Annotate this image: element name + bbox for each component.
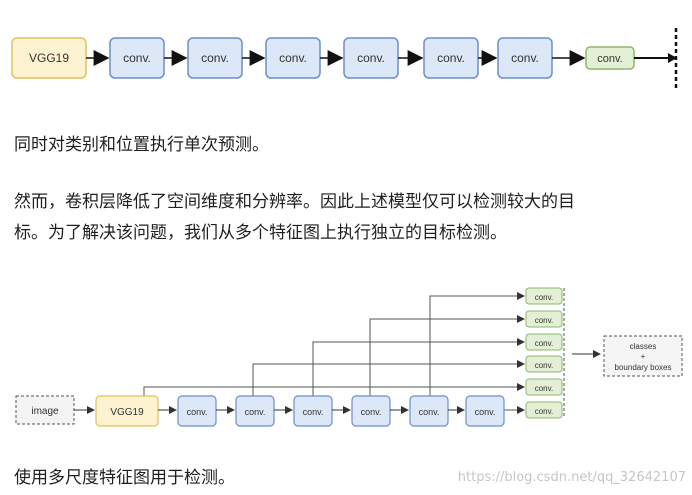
output-conv-box	[525, 401, 563, 419]
output-conv-label: conv.	[535, 293, 554, 302]
conv-box	[235, 395, 275, 427]
conv-label: conv.	[361, 407, 382, 417]
output-conv-box	[525, 333, 563, 351]
paragraph-1: 同时对类别和位置执行单次预测。	[14, 135, 269, 155]
vgg19-box	[95, 395, 159, 427]
output-conv-label: conv.	[535, 316, 554, 325]
output-box	[603, 335, 683, 377]
paragraph-2-line-2: 标。为了解决该问题，我们从多个特征图上执行独立的目标检测。	[14, 223, 507, 243]
output-conv-label: conv.	[535, 384, 554, 393]
paragraph-2-line-1: 然而，卷积层降低了空间维度和分辨率。因此上述模型仅可以检测较大的目	[14, 192, 575, 212]
paragraph-3: 使用多尺度特征图用于检测。	[14, 468, 235, 488]
output-conv-label: conv.	[535, 339, 554, 348]
conv-box	[293, 395, 333, 427]
output-conv-box	[525, 355, 563, 373]
output-conv-box	[525, 287, 563, 305]
conv-green-label: conv.	[597, 53, 622, 65]
conv-label: conv.	[123, 51, 151, 65]
conv-label: conv.	[201, 51, 229, 65]
output-conv-label: conv.	[535, 361, 554, 370]
image-label: image	[31, 406, 59, 417]
conv-label: conv.	[187, 407, 208, 417]
output-conv-label: conv.	[535, 407, 554, 416]
output-conv-box	[525, 378, 563, 396]
conv-label: conv.	[475, 407, 496, 417]
vgg19-label: VGG19	[29, 51, 69, 65]
top-pipeline-diagram: VGG19 conv. conv. conv. conv. conv. conv…	[11, 28, 678, 90]
image-box	[15, 395, 75, 425]
conv-label: conv.	[245, 407, 266, 417]
conv-box	[351, 395, 391, 427]
conv-label: conv.	[437, 51, 465, 65]
multiscale-diagram: image VGG19 conv. conv. conv. conv. conv…	[15, 287, 683, 427]
vgg19-label: VGG19	[110, 407, 144, 418]
conv-box	[177, 395, 217, 427]
output-line-1: classes	[630, 342, 657, 351]
watermark: https://blog.csdn.net/qq_32642107	[457, 470, 686, 485]
conv-label: conv.	[419, 407, 440, 417]
conv-box	[465, 395, 505, 427]
conv-label: conv.	[511, 51, 539, 65]
conv-box	[409, 395, 449, 427]
output-line-2: +	[641, 352, 646, 361]
conv-label: conv.	[357, 51, 385, 65]
conv-label: conv.	[303, 407, 324, 417]
conv-label: conv.	[279, 51, 307, 65]
output-line-3: boundary boxes	[615, 363, 672, 372]
output-conv-box	[525, 310, 563, 328]
